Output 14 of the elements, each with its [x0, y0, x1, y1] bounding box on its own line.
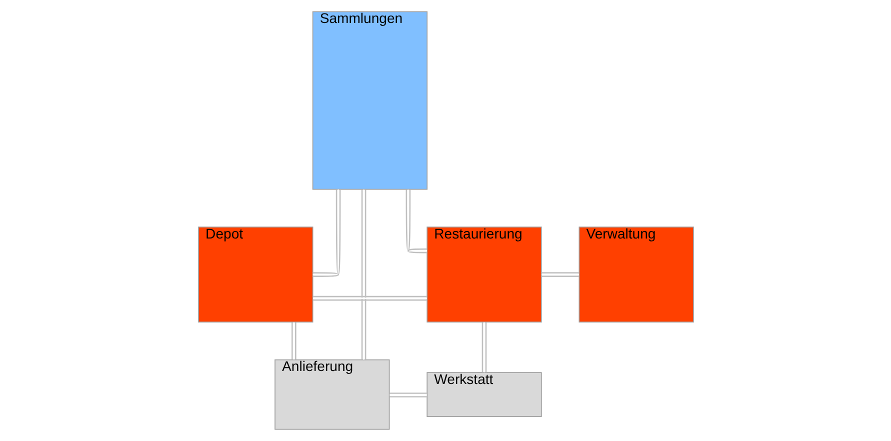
node-box: Sammlungen: [312, 11, 428, 190]
node-box: Werkstatt: [426, 372, 542, 417]
node-box: Anlieferung: [274, 359, 390, 430]
connector: [541, 272, 578, 277]
connector: [389, 392, 426, 398]
node-box: Verwaltung: [578, 226, 694, 322]
connector: [360, 190, 366, 360]
connector: [312, 189, 340, 277]
connector: [481, 322, 486, 372]
connector: [405, 190, 426, 254]
node-box: Depot: [198, 226, 313, 322]
node-box: Restaurierung: [426, 226, 542, 322]
connector: [312, 296, 426, 301]
connector: [290, 322, 296, 360]
